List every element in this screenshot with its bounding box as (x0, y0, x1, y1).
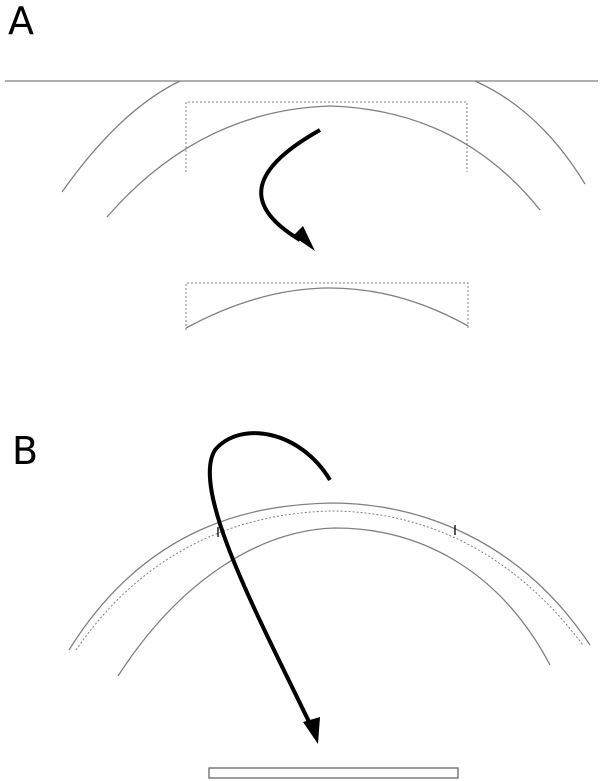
dotted-bracket-lower (185, 282, 469, 330)
transfer-arrow-b (207, 431, 332, 729)
panel-b (68, 431, 591, 779)
outer-arc-left (61, 80, 181, 193)
dotted-bracket-upper (185, 101, 468, 172)
panel-a-label: A (8, 0, 34, 43)
arrowhead-b (303, 717, 320, 744)
dotted-arc-b (75, 510, 584, 651)
inner-arc-upper (106, 105, 541, 218)
outer-arc-right (474, 80, 586, 185)
flat-substrate-bar (208, 767, 459, 779)
outer-arc-b (68, 502, 591, 651)
inner-arc-b (117, 527, 551, 677)
panel-a (5, 80, 598, 330)
panel-b-label: B (12, 429, 39, 473)
arrowhead-a (293, 226, 315, 251)
inner-arc-lower (185, 287, 469, 329)
transfer-arrow-a (259, 128, 321, 242)
